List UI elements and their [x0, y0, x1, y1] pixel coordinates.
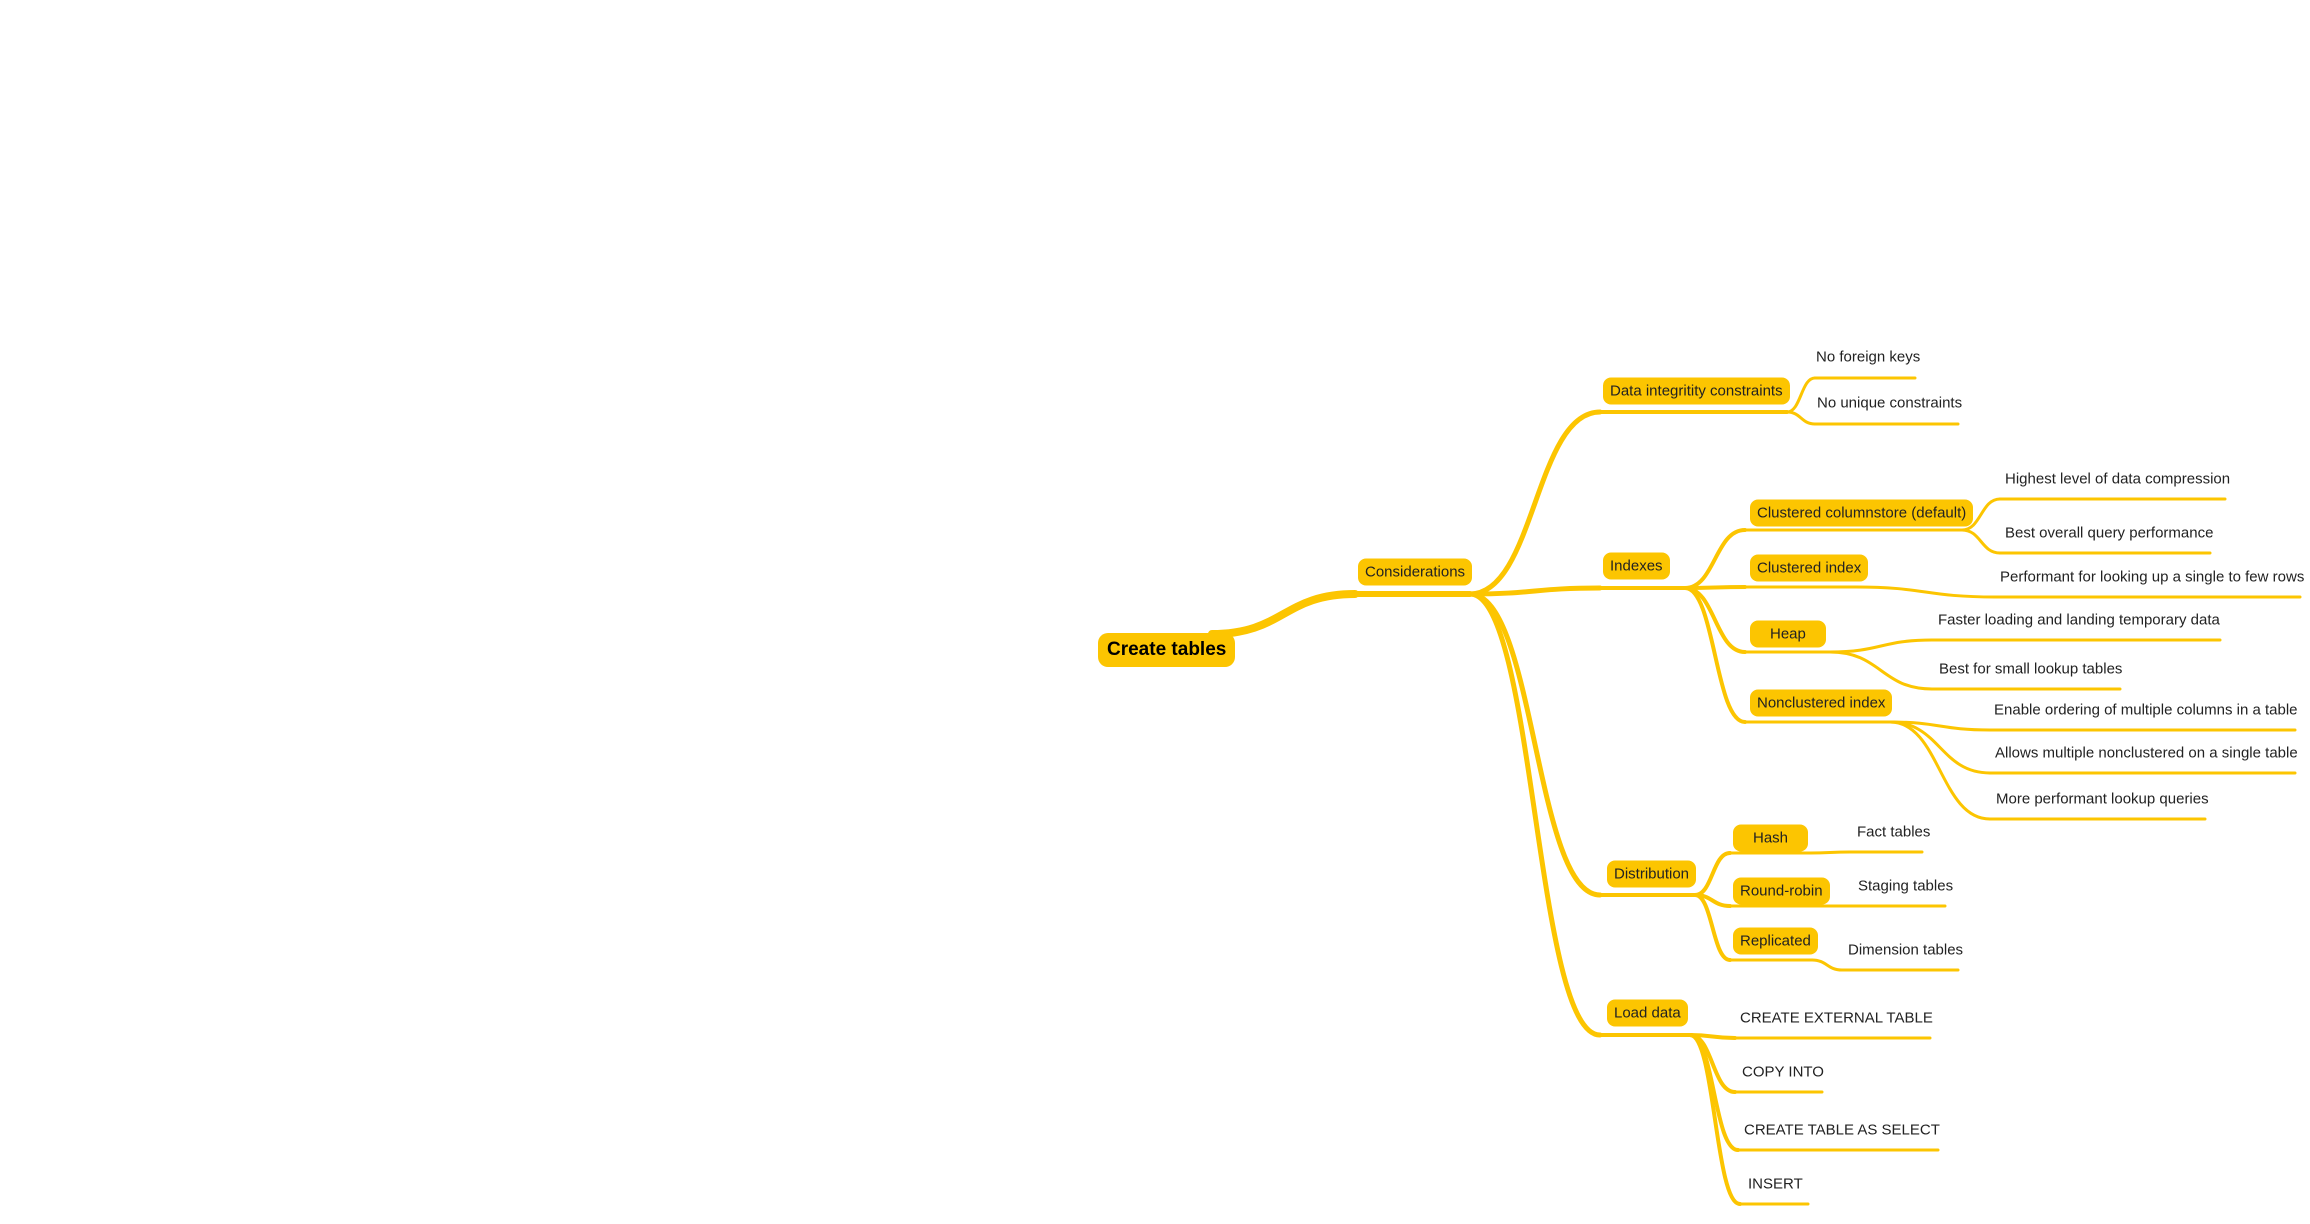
leaf-highest-compression[interactable]: Highest level of data compression: [2005, 470, 2231, 488]
leaf-insert[interactable]: INSERT: [1748, 1175, 1803, 1193]
connector-data-integrity: [1467, 409, 1603, 597]
topic-considerations[interactable]: Considerations: [1358, 558, 1473, 586]
connector-fact-tables: [1808, 850, 1852, 855]
connector-replicated: [1693, 893, 1732, 962]
connector-distribution: [1467, 591, 1603, 898]
topic-heap[interactable]: Heap: [1750, 620, 1826, 648]
leaf-best-query-performance[interactable]: Best overall query performance: [2005, 524, 2214, 542]
connector-root-considerations: [1208, 590, 1359, 638]
connector-insert: [1688, 1033, 1742, 1206]
leaf-create-external-table[interactable]: CREATE EXTERNAL TABLE: [1740, 1009, 1933, 1027]
leaf-fact-tables[interactable]: Fact tables: [1857, 823, 1931, 841]
leaf-dimension-tables[interactable]: Dimension tables: [1848, 941, 1964, 959]
connector-no-unique-constraints: [1785, 410, 1817, 426]
leaf-faster-loading[interactable]: Faster loading and landing temporary dat…: [1938, 611, 2220, 629]
topic-nonclustered-index[interactable]: Nonclustered index: [1750, 689, 1893, 717]
connector-heap: [1683, 586, 1747, 654]
leaf-performant-lookup-queries[interactable]: More performant lookup queries: [1996, 790, 2209, 808]
connector-no-foreign-keys: [1785, 376, 1817, 414]
topic-load-data[interactable]: Load data: [1607, 999, 1688, 1027]
connector-performant-queries: [1888, 720, 1992, 821]
connector-nonclustered-index: [1683, 586, 1747, 724]
leaf-performant-lookup-few-rows[interactable]: Performant for looking up a single to fe…: [2000, 568, 2305, 586]
leaf-no-unique-constraints[interactable]: No unique constraints: [1817, 394, 1963, 412]
leaf-small-lookup-tables[interactable]: Best for small lookup tables: [1939, 660, 2123, 678]
topic-hash[interactable]: Hash: [1733, 824, 1809, 852]
leaf-multiple-nonclustered[interactable]: Allows multiple nonclustered on a single…: [1995, 744, 2298, 762]
connector-clustered-index: [1683, 585, 1747, 590]
connector-load-data: [1467, 591, 1603, 1038]
connector-faster-loading: [1828, 638, 1934, 654]
topic-replicated[interactable]: Replicated: [1733, 927, 1818, 955]
topic-indexes[interactable]: Indexes: [1603, 552, 1670, 580]
topic-clustered-index[interactable]: Clustered index: [1750, 554, 1869, 582]
leaf-create-table-as-select[interactable]: CREATE TABLE AS SELECT: [1744, 1121, 1940, 1139]
connector-indexes: [1467, 585, 1603, 597]
topic-distribution[interactable]: Distribution: [1607, 860, 1697, 888]
topic-round-robin[interactable]: Round-robin: [1733, 877, 1830, 905]
leaf-enable-ordering[interactable]: Enable ordering of multiple columns in a…: [1994, 701, 2298, 719]
connector-performant-few-rows: [1854, 585, 1997, 599]
connector-dimension-tables: [1810, 958, 1844, 972]
topic-clustered-columnstore[interactable]: Clustered columnstore (default): [1750, 499, 1974, 527]
leaf-staging-tables[interactable]: Staging tables: [1858, 877, 1954, 895]
leaf-no-foreign-keys[interactable]: No foreign keys: [1816, 348, 1921, 366]
topic-data-integrity-constraints[interactable]: Data integritity constraints: [1603, 377, 1790, 405]
leaf-copy-into[interactable]: COPY INTO: [1742, 1063, 1824, 1081]
root-node-create-tables[interactable]: Create tables: [1098, 633, 1236, 667]
connector-small-lookup: [1828, 650, 1934, 691]
connector-hash: [1693, 851, 1732, 897]
connector-best-query-performance: [1960, 528, 2002, 555]
connector-clustered-columnstore: [1683, 528, 1747, 590]
